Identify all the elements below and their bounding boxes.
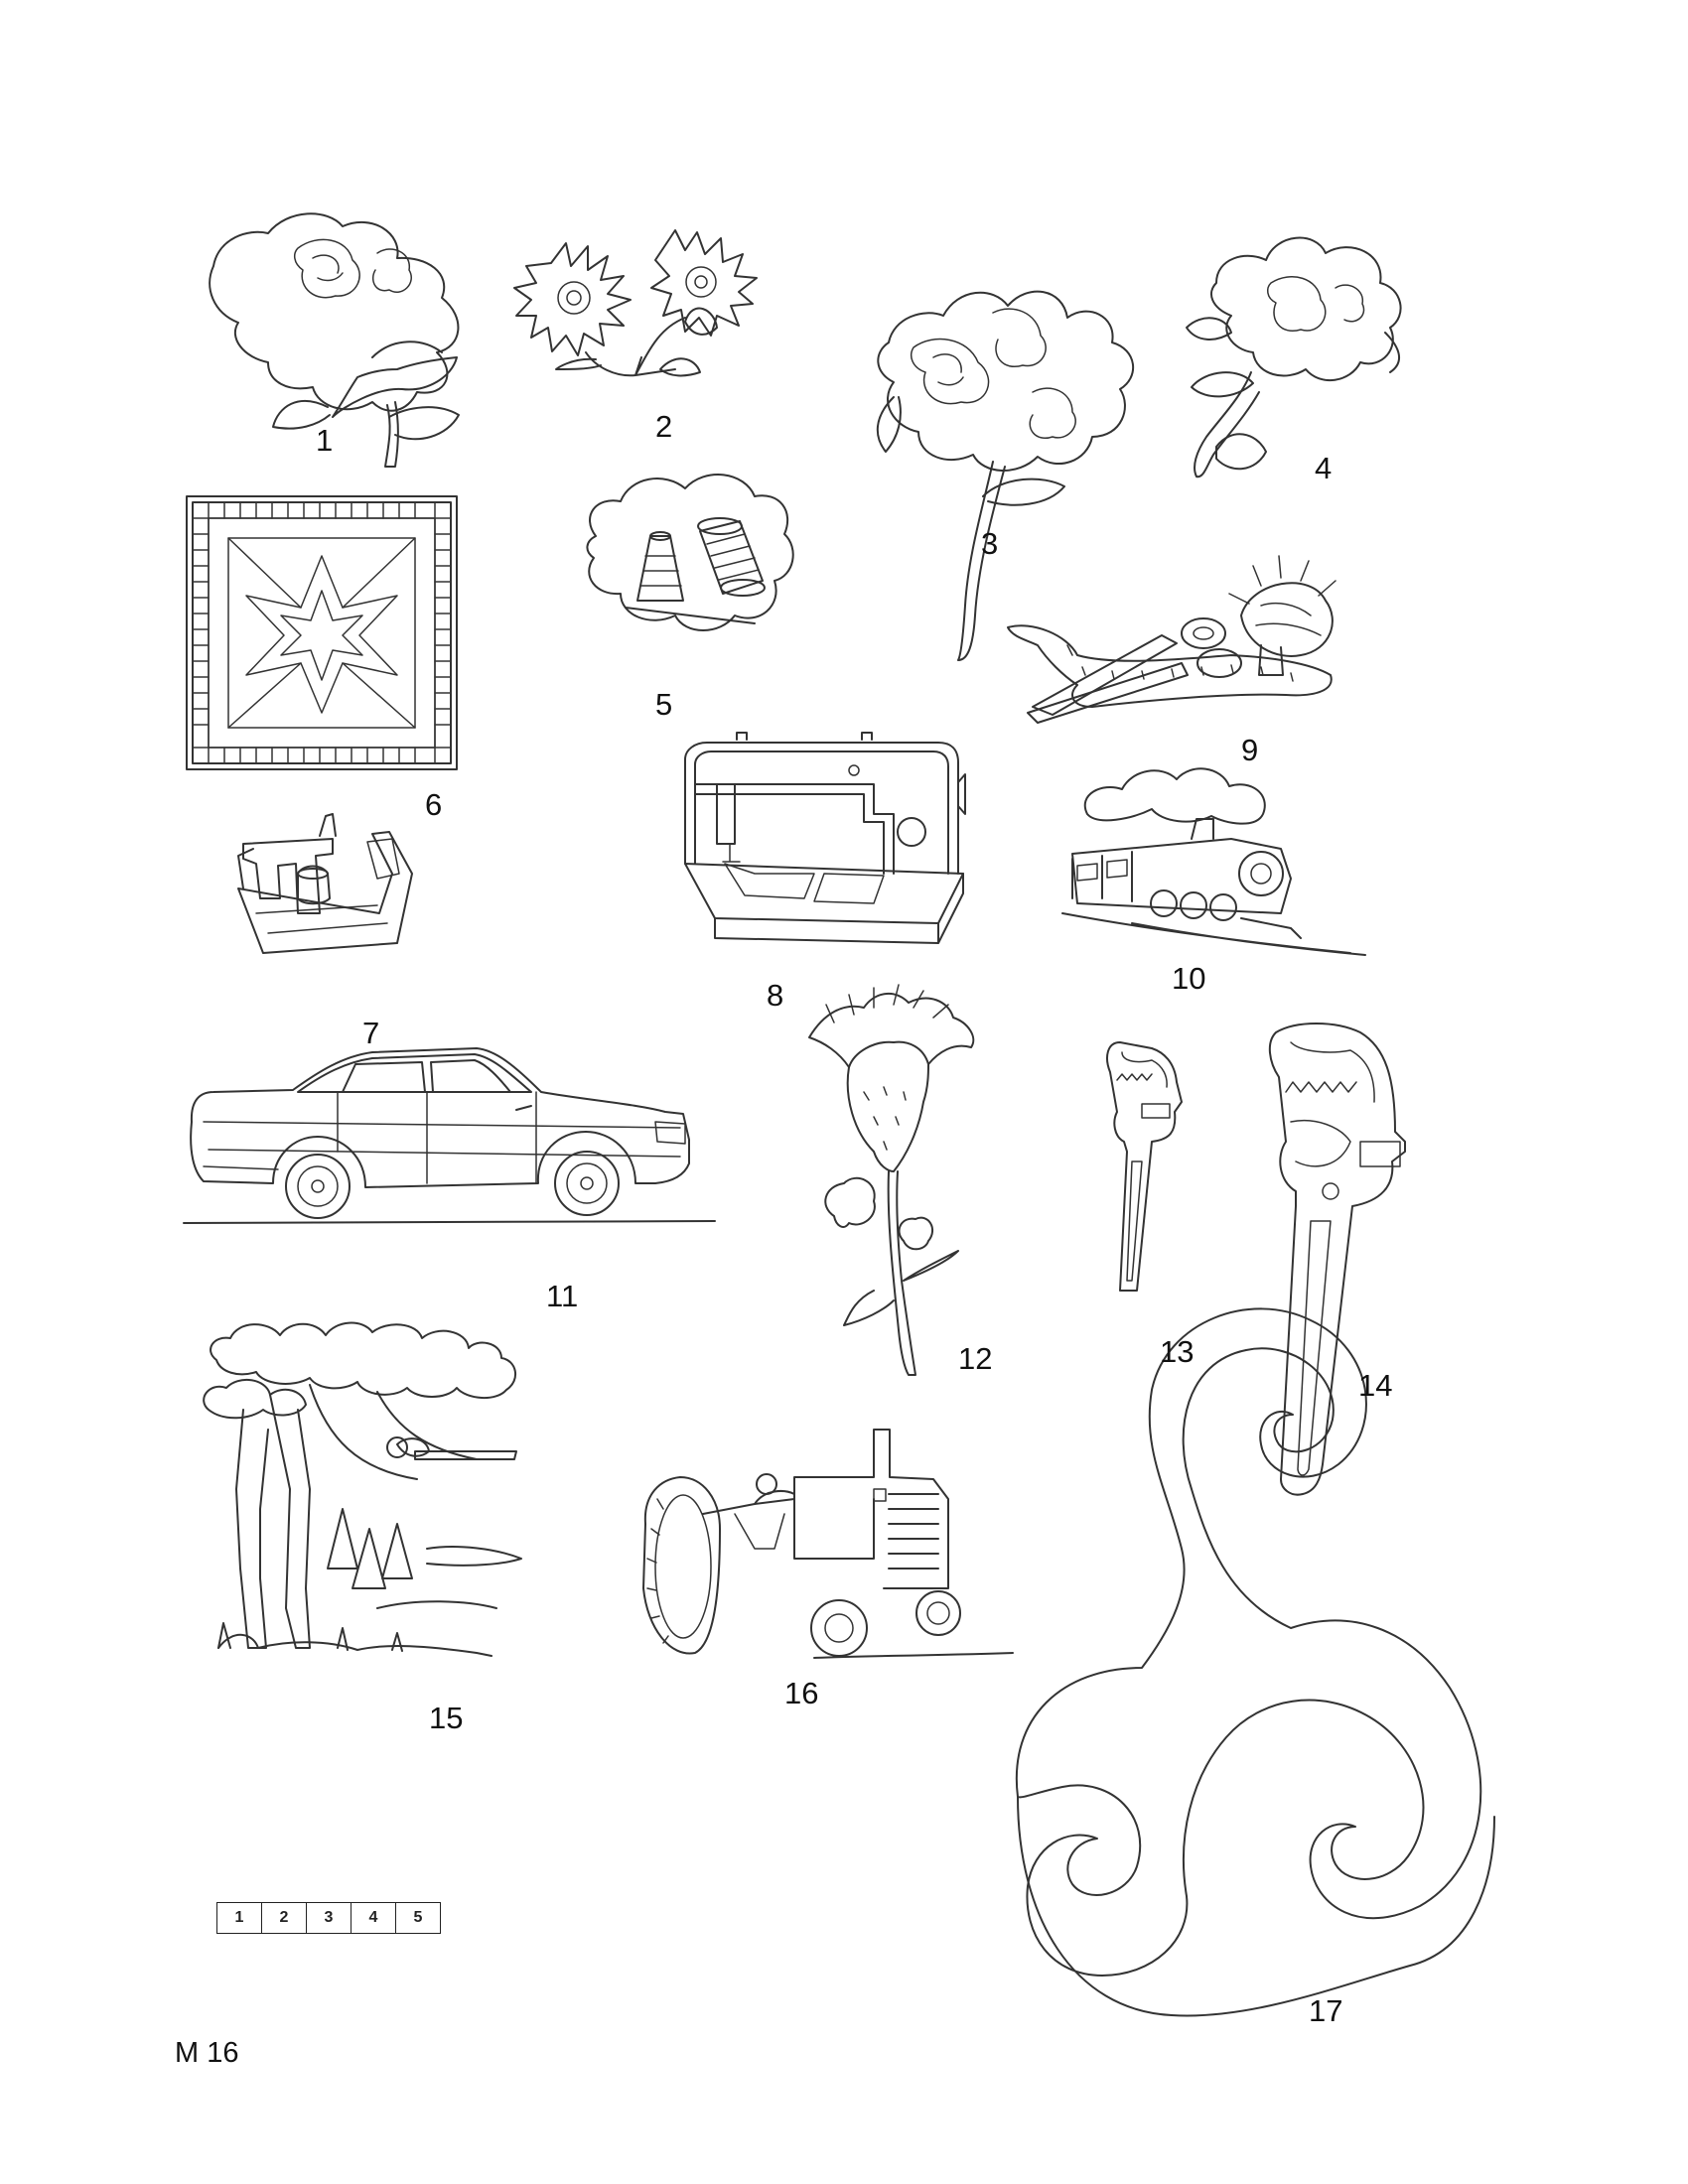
tractor-icon: [642, 1429, 1014, 1659]
thimble-spool-icon: [586, 474, 794, 631]
scale-bar: 1 2 3 4 5: [216, 1902, 441, 1934]
pattern-number-16: 16: [784, 1676, 819, 1710]
pattern-number-6: 6: [425, 787, 443, 822]
scale-cell: 2: [262, 1903, 307, 1933]
pattern-number-9: 9: [1241, 733, 1259, 767]
page-code: M 16: [175, 2037, 239, 2069]
pattern-number-5: 5: [655, 687, 673, 722]
rose-spray-icon: [1186, 236, 1402, 478]
pattern-number-4: 4: [1315, 451, 1333, 485]
pattern-number-15: 15: [429, 1701, 464, 1735]
rose-bouquet-icon: [209, 212, 460, 468]
scale-cell: 5: [413, 1909, 423, 1926]
steam-train-icon: [1061, 767, 1366, 956]
pattern-number-1: 1: [316, 423, 334, 458]
sewing-machine-icon: [684, 732, 966, 944]
scissors-pincushion-icon: [1007, 555, 1336, 724]
scale-cell: 4: [352, 1903, 396, 1933]
scale-cell: 3: [307, 1903, 352, 1933]
pattern-number-8: 8: [767, 978, 784, 1013]
tree-landscape-icon: [203, 1321, 522, 1657]
quilt-star-icon: [186, 495, 458, 770]
pattern-number-2: 2: [655, 409, 673, 444]
car-icon: [183, 1047, 716, 1224]
small-sewing-machine-icon: [237, 813, 413, 954]
triskele-spiral-icon: [1015, 1307, 1495, 2017]
pattern-number-11: 11: [546, 1279, 579, 1313]
pattern-number-7: 7: [362, 1016, 380, 1050]
pattern-number-14: 14: [1358, 1368, 1393, 1403]
scale-cell: 1: [217, 1903, 262, 1933]
pattern-number-10: 10: [1172, 961, 1206, 996]
pattern-number-12: 12: [958, 1341, 993, 1376]
pipe-wrench-icon: [1268, 1023, 1406, 1496]
small-pipe-wrench-icon: [1106, 1041, 1183, 1292]
daisy-icon: [513, 229, 758, 377]
pattern-number-13: 13: [1160, 1334, 1195, 1369]
thistle-icon: [808, 984, 975, 1376]
long-stem-rose-icon: [876, 290, 1135, 661]
pattern-number-17: 17: [1309, 1993, 1343, 2028]
pattern-number-3: 3: [981, 526, 999, 561]
